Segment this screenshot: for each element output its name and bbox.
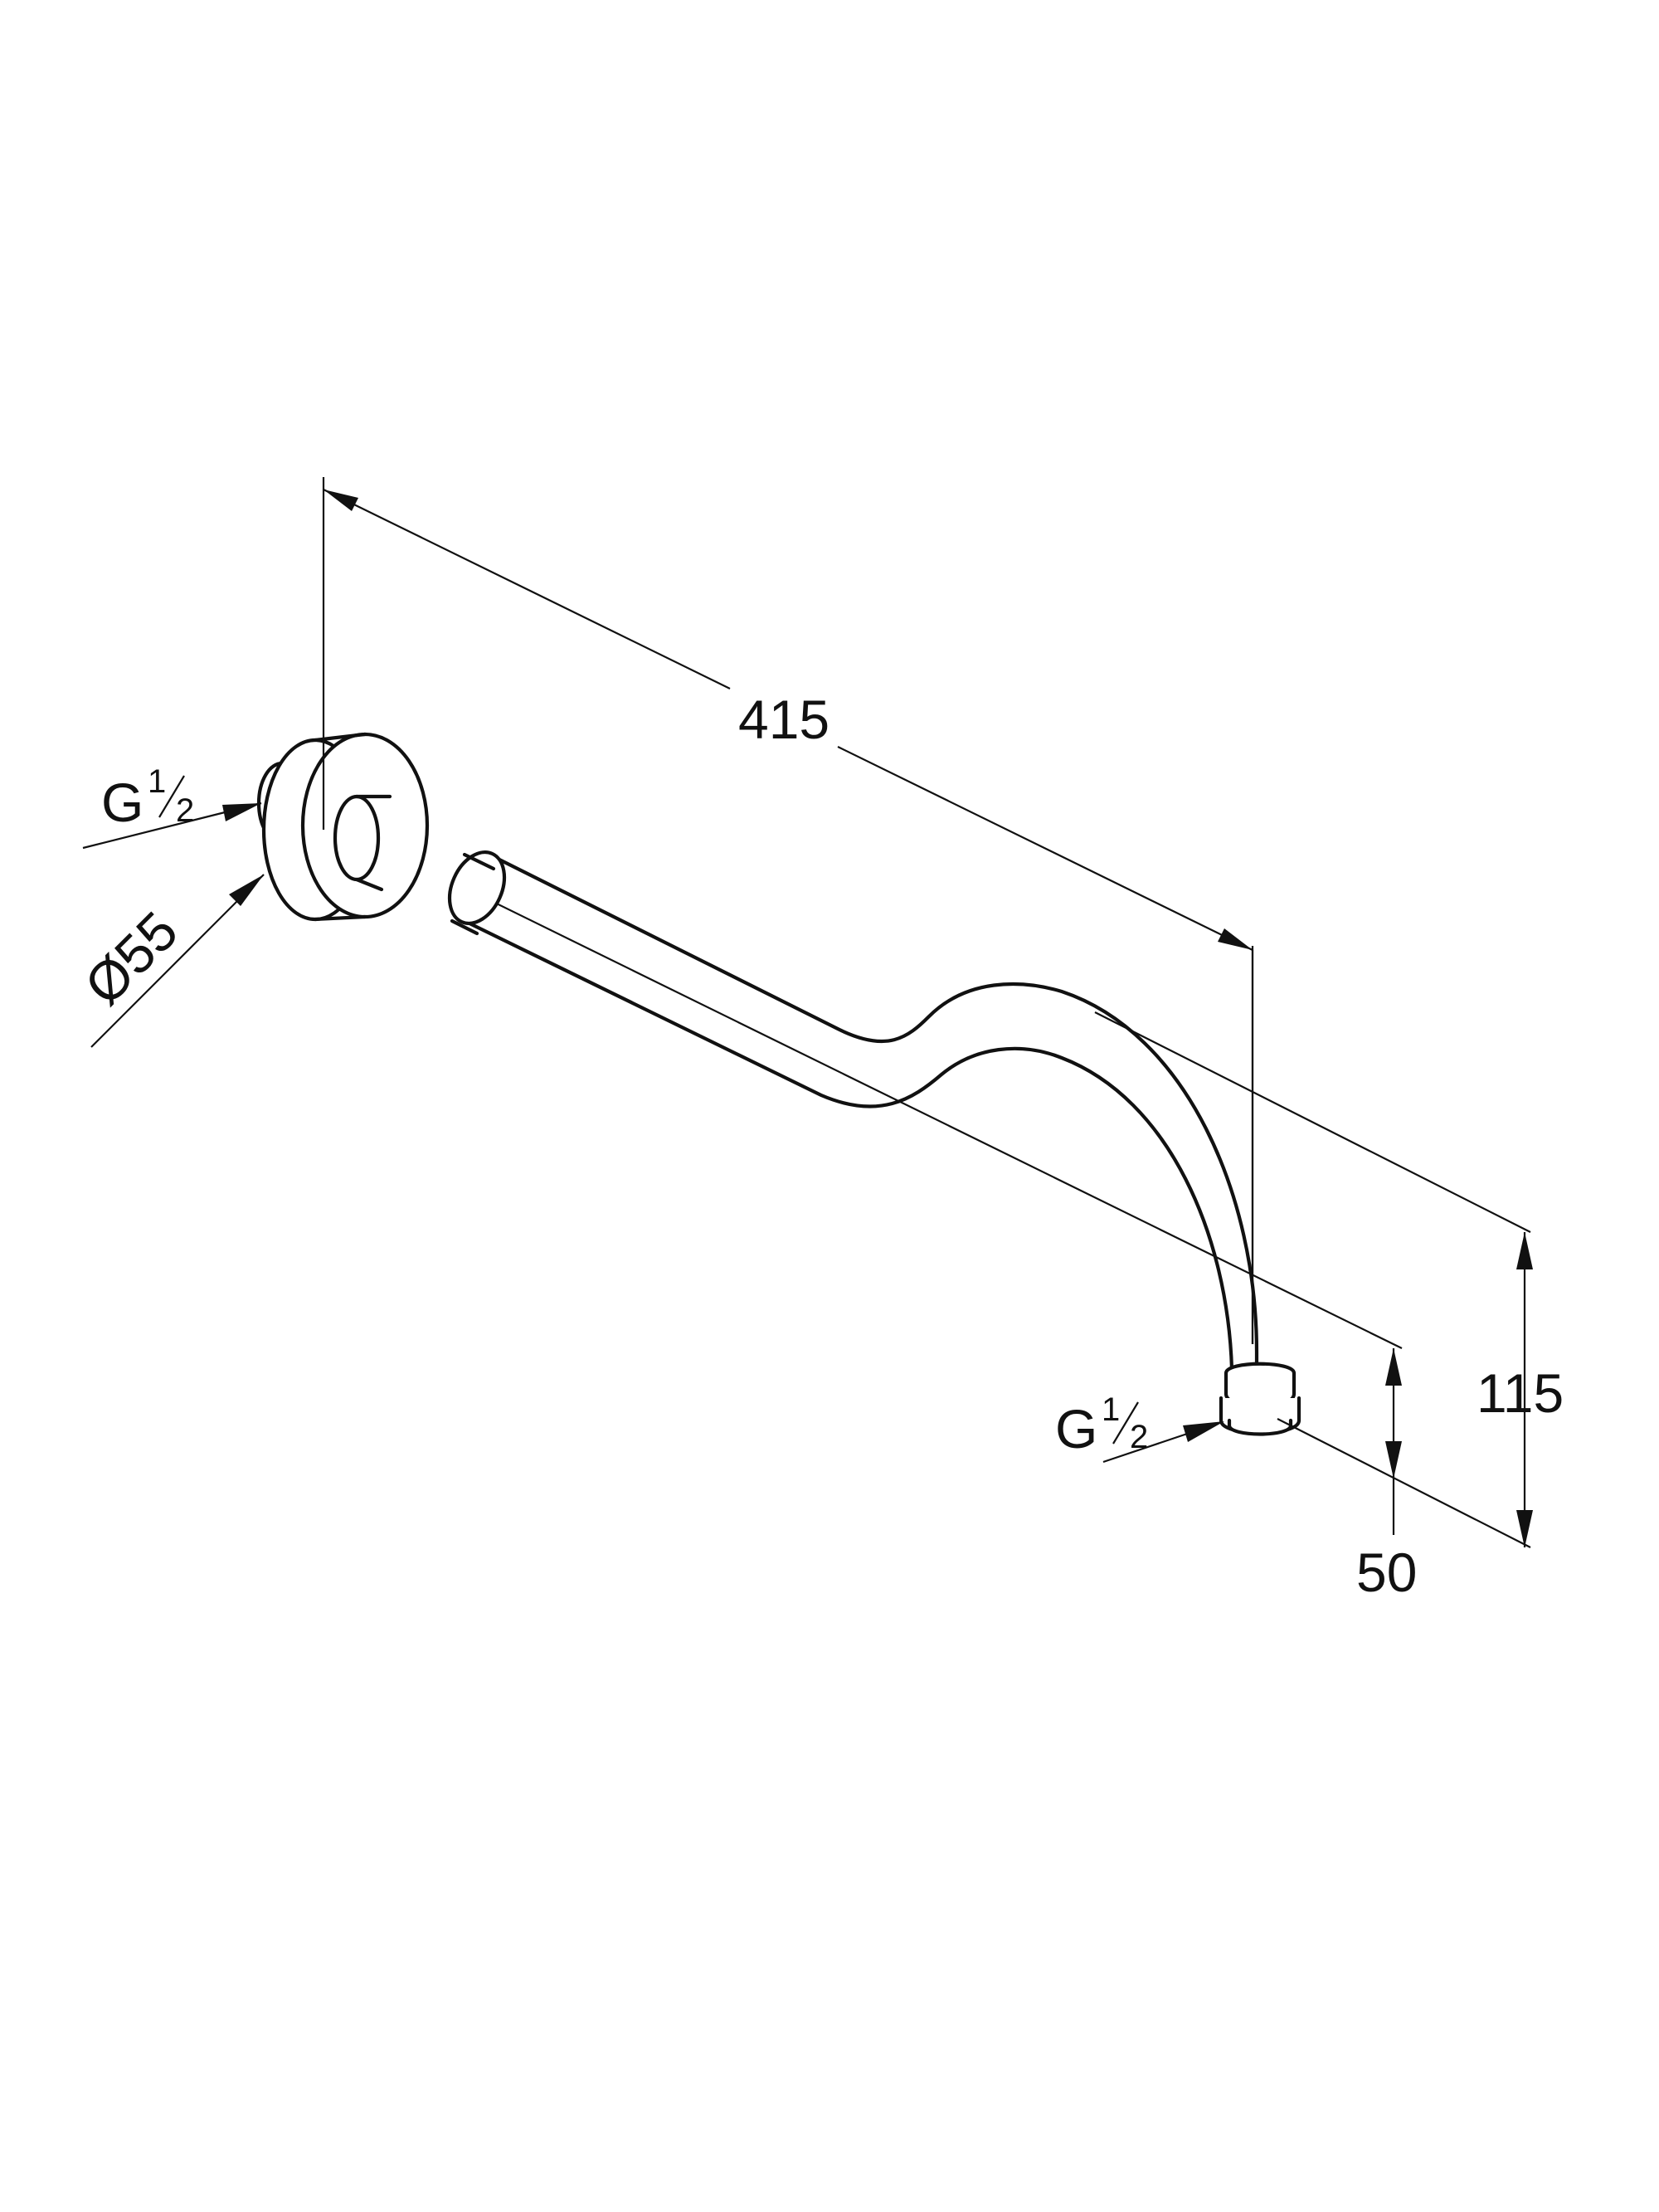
pipe-centre-line xyxy=(464,887,1403,1349)
dimension-height-outlet: 50 xyxy=(1356,1348,1417,1603)
arrowhead-diameter xyxy=(229,875,264,906)
dimension-length: 415 xyxy=(322,477,1254,1344)
arrowhead-height-total-bottom xyxy=(1516,1510,1533,1547)
arrowhead-height-outlet-top xyxy=(1385,1348,1402,1386)
dimension-height-total: 115 xyxy=(1094,1011,1564,1548)
thread-outlet-letter: G xyxy=(1055,1398,1097,1459)
arrowhead-height-total-top xyxy=(1516,1232,1533,1269)
thread-inlet-letter: G xyxy=(101,772,144,833)
thread-inlet-frac-num: 1 xyxy=(148,763,166,800)
arrowhead-height-outlet-bottom xyxy=(1385,1441,1402,1479)
dim-height-total-label: 115 xyxy=(1477,1362,1564,1424)
arrowhead-thread-inlet xyxy=(222,803,261,821)
callout-thread-inlet: G 1 2 xyxy=(82,763,262,850)
callout-thread-outlet: G 1 2 xyxy=(1055,1391,1224,1464)
outlet-connector xyxy=(1219,1362,1301,1436)
thread-outlet-frac-den: 2 xyxy=(1130,1419,1148,1455)
arrowhead-length-end xyxy=(1218,928,1253,950)
dim-height-outlet-label: 50 xyxy=(1356,1542,1417,1603)
shower-arm xyxy=(447,850,1403,1436)
dimension-rosette-diameter: Ø55 xyxy=(73,874,265,1048)
dim-length-label: 415 xyxy=(738,689,830,750)
thread-inlet-frac-den: 2 xyxy=(176,792,194,829)
pipe-lower-contour xyxy=(462,918,1234,1376)
wall-rosette xyxy=(256,732,430,922)
arrowhead-length-start xyxy=(324,490,358,511)
thread-outlet-frac-num: 1 xyxy=(1102,1391,1120,1428)
pipe-sleeve xyxy=(447,850,507,936)
pipe-upper-contour xyxy=(487,852,1259,1367)
dim-diameter-label: Ø55 xyxy=(73,899,190,1016)
arrowhead-thread-outlet xyxy=(1183,1421,1224,1442)
